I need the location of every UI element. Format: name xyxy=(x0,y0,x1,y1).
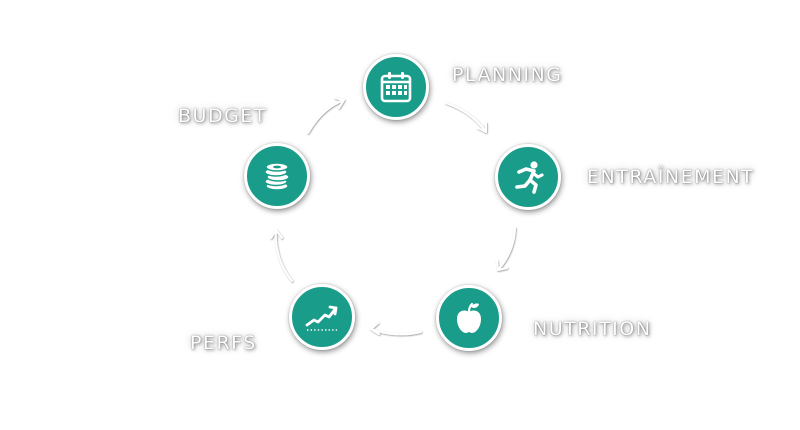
trending-up-chart-icon xyxy=(305,305,338,331)
entrainement-node[interactable] xyxy=(495,144,561,210)
planning-node[interactable] xyxy=(363,54,429,120)
calendar-icon xyxy=(380,72,412,103)
arrow-nutrition-to-perfs xyxy=(370,322,422,336)
nutrition-node[interactable] xyxy=(436,285,502,351)
arrow-perfs-to-budget xyxy=(270,229,293,282)
apple-icon xyxy=(457,302,481,333)
arrow-planning-to-entrainement xyxy=(445,102,487,133)
nutrition-label: NUTRITION xyxy=(533,318,652,340)
budget-label: BUDGET xyxy=(178,105,267,127)
running-person-icon xyxy=(515,161,544,194)
planning-label: PLANNING xyxy=(452,64,563,86)
coin-stack-icon xyxy=(264,162,290,191)
arrow-budget-to-planning xyxy=(307,97,345,134)
entrainement-label: ENTRAÎNEMENT xyxy=(587,166,755,188)
perfs-node[interactable] xyxy=(289,284,355,350)
arrow-entrainement-to-nutrition xyxy=(496,227,516,271)
perfs-label: PERFS xyxy=(190,332,257,354)
budget-node[interactable] xyxy=(244,143,310,209)
